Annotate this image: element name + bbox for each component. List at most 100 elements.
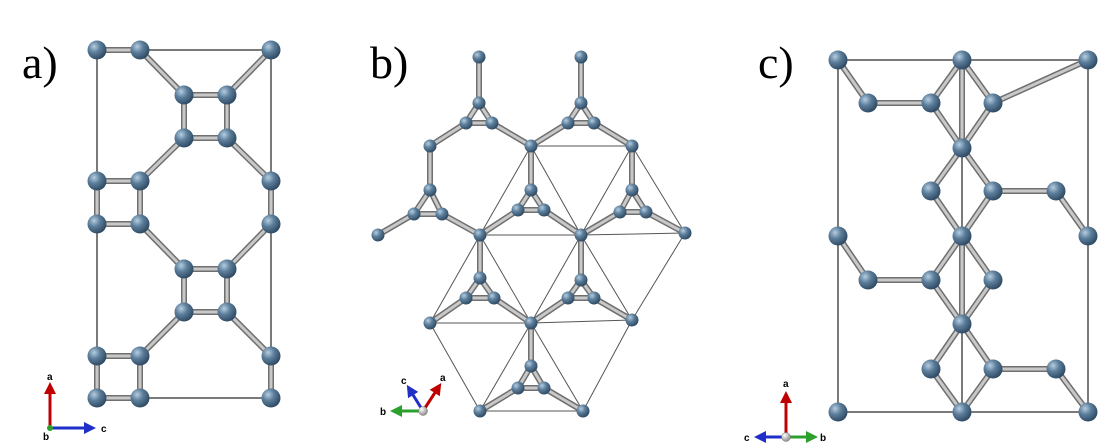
atom [261, 40, 281, 60]
atom [858, 93, 878, 113]
atom [435, 207, 449, 221]
atom [407, 207, 421, 221]
atom [423, 316, 437, 330]
bond [224, 47, 274, 98]
atom [473, 228, 487, 242]
atom [473, 271, 487, 285]
axis-c-label: c [744, 433, 750, 444]
atom [459, 116, 473, 130]
bond [439, 211, 483, 238]
atom [537, 381, 551, 395]
panel-c: c) a c b [744, 37, 1098, 444]
atom [678, 226, 692, 240]
atom [423, 139, 437, 153]
atom [217, 302, 237, 322]
bond [990, 57, 1091, 106]
bond [528, 120, 571, 149]
atom [487, 291, 501, 305]
cell-edge [530, 319, 633, 324]
unit-cell-b [429, 145, 686, 412]
atom [423, 183, 437, 197]
atom [87, 214, 107, 234]
bond [489, 120, 534, 149]
bond [643, 209, 688, 236]
atom [87, 171, 107, 191]
bond [137, 309, 187, 359]
atom [574, 228, 588, 242]
cell-edge [479, 322, 532, 412]
axis-a-label: a [440, 373, 446, 384]
cell-edge [479, 145, 532, 236]
atom [1078, 50, 1098, 70]
bond [224, 309, 274, 359]
atom [1046, 359, 1066, 379]
atom [87, 346, 107, 366]
atom [952, 50, 972, 70]
atom [613, 205, 627, 219]
bond [477, 385, 521, 414]
atom [952, 314, 972, 334]
bond [541, 385, 586, 414]
atom [174, 302, 194, 322]
cell-edge [582, 319, 633, 412]
bond [375, 211, 417, 238]
atom [625, 139, 639, 153]
atom [587, 116, 601, 130]
bond [491, 295, 534, 326]
panel-a-label: a) [22, 37, 58, 88]
atom [576, 404, 590, 418]
atom [921, 93, 941, 113]
atom [561, 116, 575, 130]
atom [130, 171, 150, 191]
cell-edge [530, 145, 582, 236]
axis-origin [781, 432, 791, 442]
atom [87, 40, 107, 60]
atom [828, 402, 848, 422]
axis-b-label: b [43, 432, 49, 443]
atom [952, 402, 972, 422]
axis-origin [418, 406, 428, 416]
cell-edge [429, 234, 481, 324]
atom [472, 96, 486, 110]
atom [130, 40, 150, 60]
atom [921, 270, 941, 290]
bond [137, 221, 187, 272]
atoms-c [828, 50, 1098, 422]
bond [224, 221, 274, 272]
atom [371, 228, 385, 242]
atom [1078, 402, 1098, 422]
atom [921, 181, 941, 201]
atom [952, 226, 972, 246]
atom [130, 388, 150, 408]
atom [524, 359, 538, 373]
atom [574, 96, 588, 110]
axis-triad-b: c a b [380, 373, 446, 418]
atom [828, 226, 848, 246]
atom [983, 270, 1003, 290]
bond [578, 209, 623, 238]
cell-edge [580, 145, 633, 236]
atom [625, 183, 639, 197]
atom [174, 128, 194, 148]
atom [174, 259, 194, 279]
panel-b: b) c a b [370, 37, 692, 418]
bond [528, 295, 571, 326]
bond [137, 47, 187, 98]
cell-edge [530, 322, 584, 412]
atom [574, 50, 588, 64]
atom [639, 205, 653, 219]
axis-c-label: c [101, 424, 107, 435]
bond [541, 207, 584, 238]
atom [561, 291, 575, 305]
atom [473, 404, 487, 418]
atom [983, 93, 1003, 113]
atom [858, 270, 878, 290]
atom [261, 214, 281, 234]
cell-edge [580, 234, 633, 321]
cell-edge [479, 234, 532, 324]
cell-edge [429, 322, 481, 412]
atom [921, 359, 941, 379]
cell-edge [530, 234, 582, 324]
atom [511, 203, 525, 217]
axis-b-label: b [820, 433, 826, 444]
